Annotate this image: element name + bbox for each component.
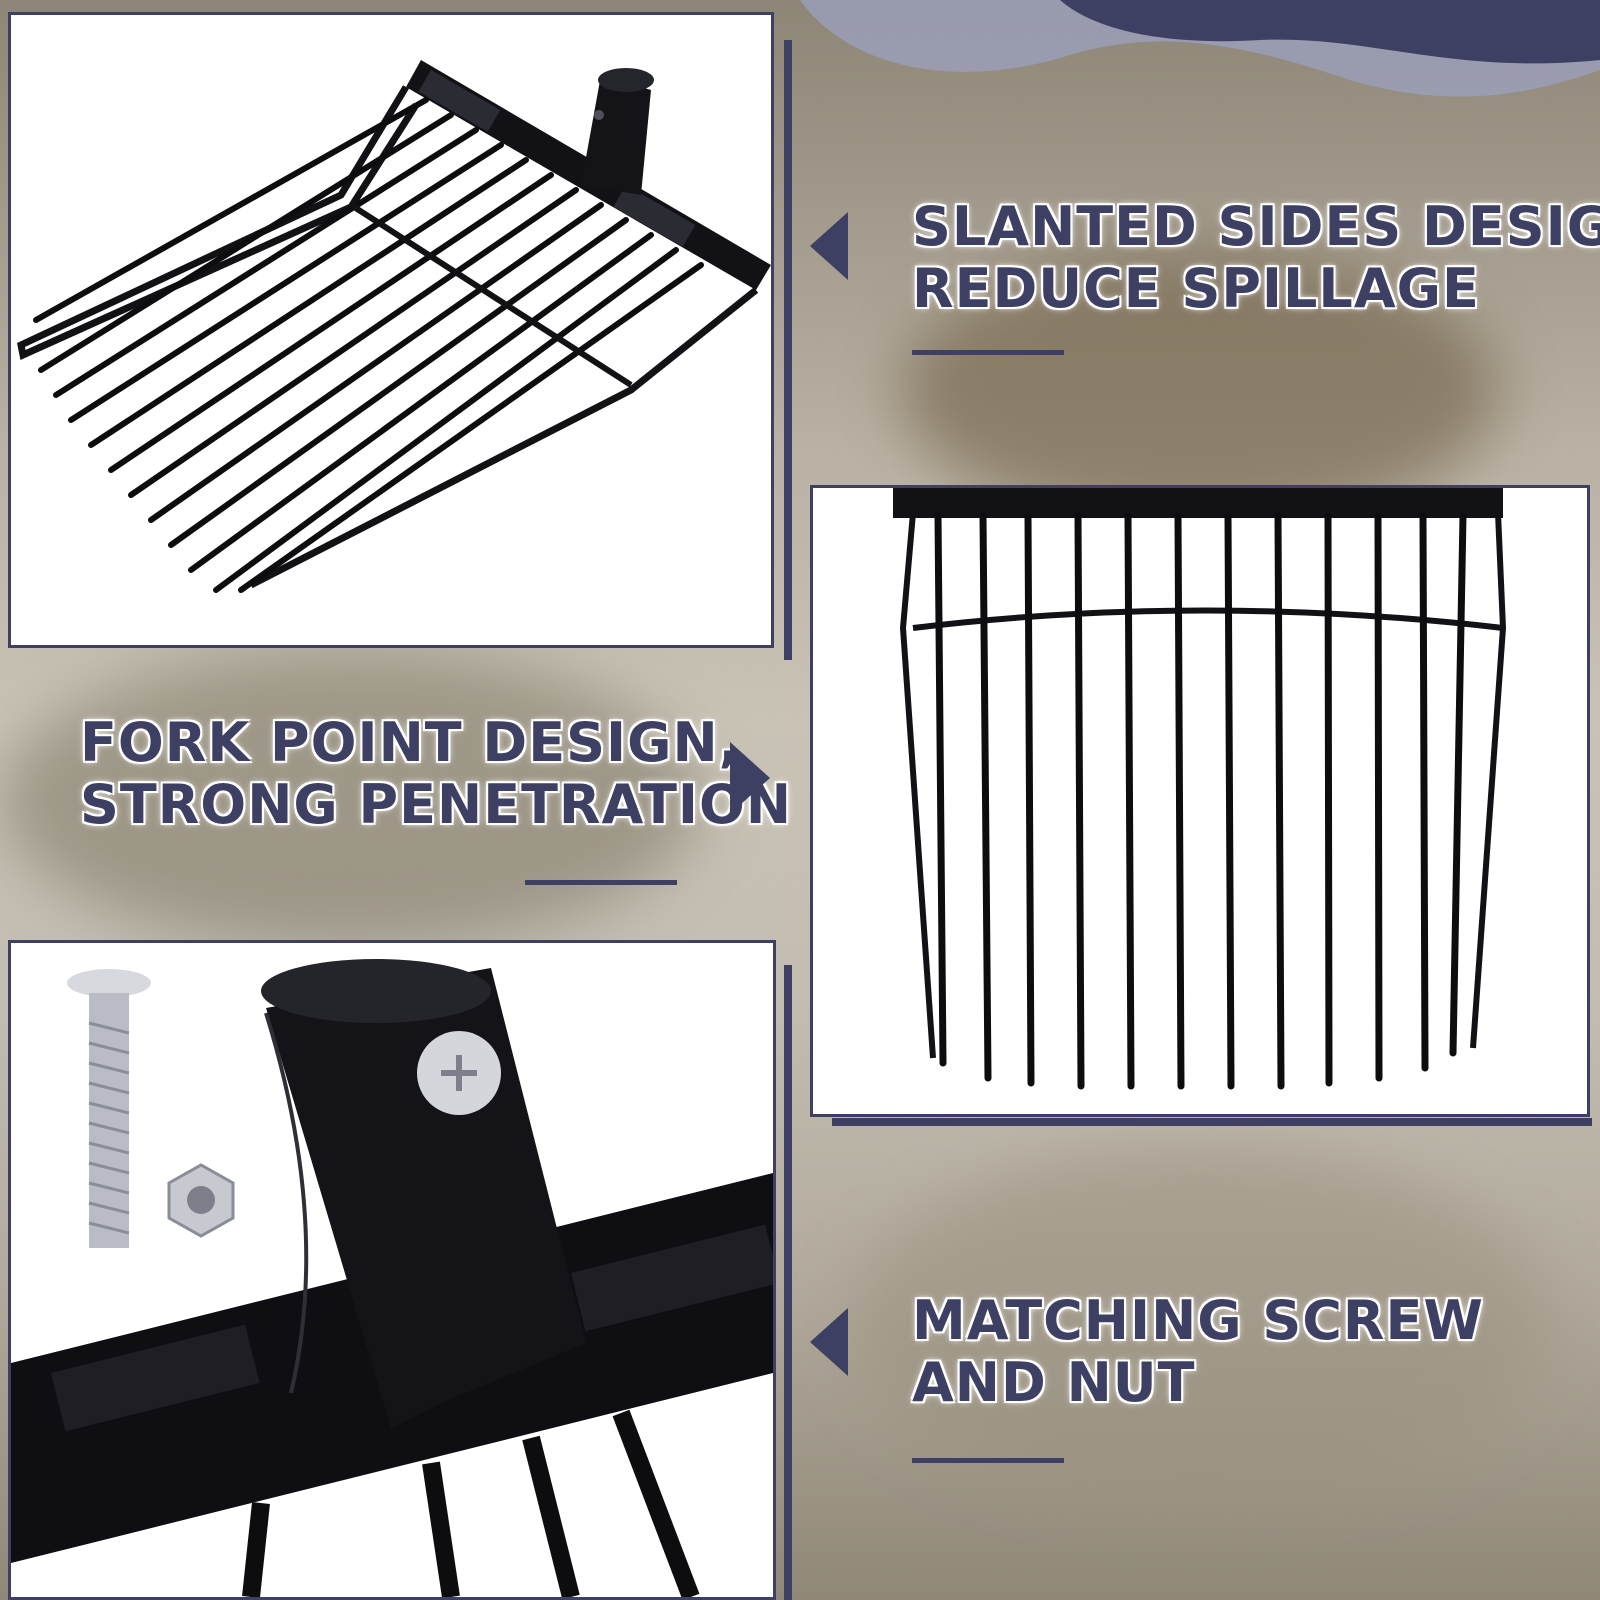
caption-line: STRONG PENETRATION: [80, 773, 793, 836]
background-glow: [900, 250, 1500, 530]
panel-shadow: [784, 40, 792, 660]
fork-front-image-panel: [810, 485, 1590, 1117]
caption-line: MATCHING SCREW: [912, 1289, 1484, 1352]
arrow-left-icon: [810, 1308, 848, 1376]
screw-nut-image-panel: [8, 940, 776, 1600]
caption-underline: [912, 350, 1064, 355]
fork-slanted-image-panel: [8, 12, 774, 648]
background-glow: [850, 1150, 1550, 1500]
caption-line: FORK POINT DESIGN,: [80, 711, 741, 774]
top-wave-decoration: [800, 0, 1600, 97]
caption-matching-screw: MATCHING SCREW AND NUT: [912, 1290, 1484, 1414]
panel-shadow: [832, 1118, 1592, 1126]
caption-line: AND NUT: [912, 1351, 1196, 1414]
background-glow: [0, 650, 700, 950]
caption-slanted-sides: SLANTED SIDES DESIGN REDUCE SPILLAGE: [912, 196, 1600, 320]
screw-nut-image: [11, 959, 773, 1597]
caption-line: SLANTED SIDES DESIGN: [912, 195, 1600, 258]
caption-underline: [525, 880, 677, 885]
caption-fork-point: FORK POINT DESIGN, STRONG PENETRATION: [80, 711, 793, 836]
arrow-right-icon: [730, 742, 770, 814]
fork-front-image: [893, 488, 1507, 1090]
caption-line: REDUCE SPILLAGE: [912, 257, 1480, 320]
arrow-left-icon: [810, 212, 848, 280]
panel-shadow: [784, 965, 792, 1600]
caption-underline: [912, 1458, 1064, 1463]
fork-head-image: [17, 60, 771, 593]
